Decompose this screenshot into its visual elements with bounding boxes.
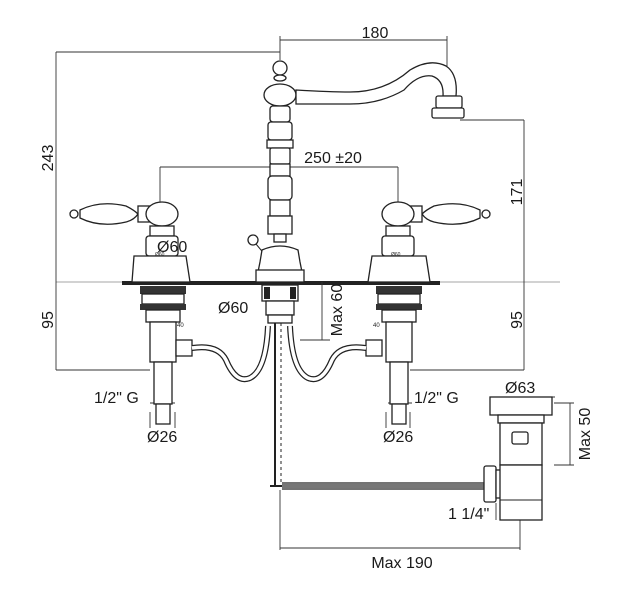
left-handle-below-deck xyxy=(140,286,186,425)
label-cap-left: Ø60 xyxy=(155,252,165,258)
label-below-deck-right: 95 xyxy=(509,311,526,329)
label-cartridge-right: 40 xyxy=(373,323,380,329)
label-drain-thread: 1 1/4" xyxy=(448,506,489,523)
label-handle-spacing: 250 ±20 xyxy=(304,150,362,167)
label-spout-height: 171 xyxy=(509,179,526,206)
label-cap-right: Ø60 xyxy=(391,252,401,258)
dimension-labels: 180 243 171 250 ±20 Ø60 Ø60 95 95 Max 60… xyxy=(40,25,594,572)
label-max-drain-offset: Max 190 xyxy=(371,555,432,572)
left-handle xyxy=(69,201,191,283)
label-total-height: 243 xyxy=(40,145,57,172)
flex-hoses xyxy=(175,325,383,383)
label-drain-height: Max 50 xyxy=(577,408,594,461)
label-spout-base-diameter: Ø60 xyxy=(218,300,248,317)
label-inlet-thread-left: 1/2" G xyxy=(94,390,139,407)
label-spout-reach: 180 xyxy=(362,25,389,42)
label-cartridge-left: 40 xyxy=(177,323,184,329)
right-handle xyxy=(367,201,491,283)
right-handle-below-deck xyxy=(376,286,422,425)
spout-below-deck xyxy=(261,284,484,490)
spout-body xyxy=(247,60,465,283)
label-drain-diameter: Ø63 xyxy=(505,380,535,397)
label-inlet-diameter-left: Ø26 xyxy=(147,429,177,446)
small-part-labels: 40 40 Ø60 Ø60 xyxy=(155,252,401,329)
label-below-deck-left: 95 xyxy=(40,311,57,329)
pop-up-drain xyxy=(483,396,553,521)
label-inlet-diameter-right: Ø26 xyxy=(383,429,413,446)
label-handle-base-diameter: Ø60 xyxy=(157,239,187,256)
dimension-lines xyxy=(55,36,574,550)
label-max-thickness: Max 60 xyxy=(329,284,346,337)
label-inlet-thread-right: 1/2" G xyxy=(414,390,459,407)
